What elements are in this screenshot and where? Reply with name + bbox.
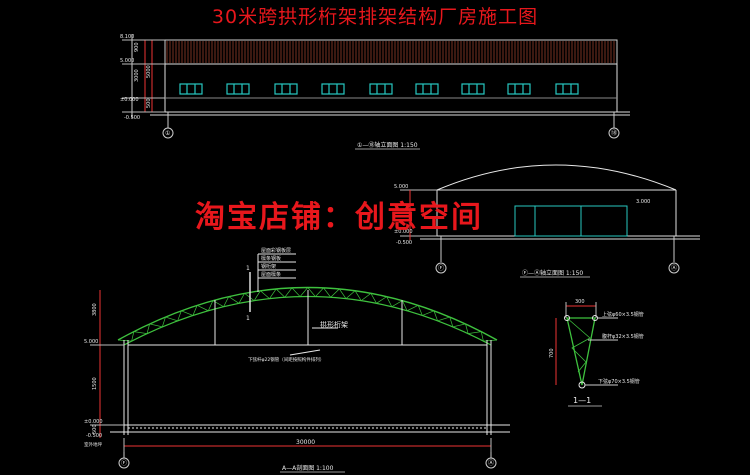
front-level-eave: 5.000 bbox=[120, 58, 134, 64]
section-level-zero: ±0.000 bbox=[84, 419, 103, 425]
section-axis-right: Ⓐ bbox=[488, 459, 494, 467]
detail-height: 700 bbox=[549, 348, 555, 358]
section-bottom-label: 下弦杆φ22钢管（间距按照构件排列） bbox=[248, 356, 324, 363]
front-window bbox=[274, 83, 298, 95]
front-level-zero: ±0.000 bbox=[120, 97, 139, 103]
detail-label-bottom: 下弦φ70×3.5钢管 bbox=[598, 378, 640, 385]
drawing-title: 30米跨拱形桁架排架结构厂房施工图 bbox=[211, 6, 539, 28]
section-level-eave: 5.000 bbox=[84, 339, 98, 345]
section-level-ground: -0.500 bbox=[86, 433, 102, 439]
side-axis-left: Ⓕ bbox=[438, 264, 444, 272]
detail-label-top: 上弦φ60×3.5钢管 bbox=[602, 311, 644, 318]
section-dim-2: 1500 bbox=[92, 377, 98, 390]
side-dim: 3.000 bbox=[636, 199, 650, 205]
shop-watermark: 淘宝店铺：创意空间 bbox=[195, 200, 483, 235]
front-dim-2: 3000 bbox=[134, 69, 140, 82]
truss-web bbox=[117, 286, 498, 342]
front-axis-right: ⑱ bbox=[611, 129, 617, 137]
side-level-zero: ±0.000 bbox=[394, 229, 413, 235]
front-windows bbox=[179, 83, 579, 95]
front-window bbox=[415, 83, 439, 95]
front-level-ground: -0.500 bbox=[124, 115, 140, 121]
front-window bbox=[555, 83, 579, 95]
front-elevation-caption: ①—⑱轴立面图 1:150 bbox=[357, 141, 418, 149]
front-window bbox=[321, 83, 345, 95]
detail-caption: 1—1 bbox=[573, 396, 591, 405]
section-span: 30000 bbox=[296, 439, 315, 446]
section-note-2: 檩条钢板 bbox=[261, 255, 281, 262]
section-dim-1: 3800 bbox=[92, 303, 98, 316]
front-dim-1: 900 bbox=[134, 42, 140, 52]
section-dim-3: 500 bbox=[92, 424, 98, 434]
front-window bbox=[179, 83, 203, 95]
front-axis-left: ① bbox=[165, 130, 170, 137]
section-note-1: 屋面彩钢板层 bbox=[261, 247, 291, 254]
section-cut-mark-bottom: 1 bbox=[246, 315, 250, 322]
section-ground-note: 室外地坪 bbox=[84, 441, 102, 448]
section-caption: A—A剖面图 1:100 bbox=[282, 464, 334, 472]
side-level-ground: -0.500 bbox=[396, 240, 412, 246]
section-note-3: 钢桁架 bbox=[261, 263, 276, 270]
detail-label-web: 腹杆φ32×3.5钢管 bbox=[602, 333, 644, 340]
side-axis-right: Ⓐ bbox=[671, 264, 677, 272]
detail-width: 300 bbox=[575, 299, 585, 305]
section-cut-mark-top: 1 bbox=[246, 265, 250, 272]
side-elevation bbox=[400, 164, 700, 274]
section-a-a bbox=[90, 253, 510, 469]
section-axis-left: Ⓕ bbox=[121, 459, 127, 467]
front-window bbox=[226, 83, 250, 95]
front-level-top: 8.100 bbox=[120, 34, 134, 40]
front-window bbox=[461, 83, 485, 95]
front-dim-4: 500 bbox=[146, 98, 152, 108]
front-window bbox=[369, 83, 393, 95]
front-window bbox=[507, 83, 531, 95]
side-level-eave: 5.000 bbox=[394, 184, 408, 190]
side-elevation-caption: Ⓕ—Ⓐ轴立面图 1:150 bbox=[522, 269, 583, 277]
roof-hatch bbox=[166, 41, 615, 63]
truss-detail bbox=[555, 302, 618, 407]
section-truss-label: 拱形桁架 bbox=[320, 320, 348, 329]
front-elevation bbox=[122, 34, 630, 139]
section-note-4: 屋面檩条 bbox=[261, 271, 281, 278]
front-dim-3: 5000 bbox=[146, 65, 152, 78]
